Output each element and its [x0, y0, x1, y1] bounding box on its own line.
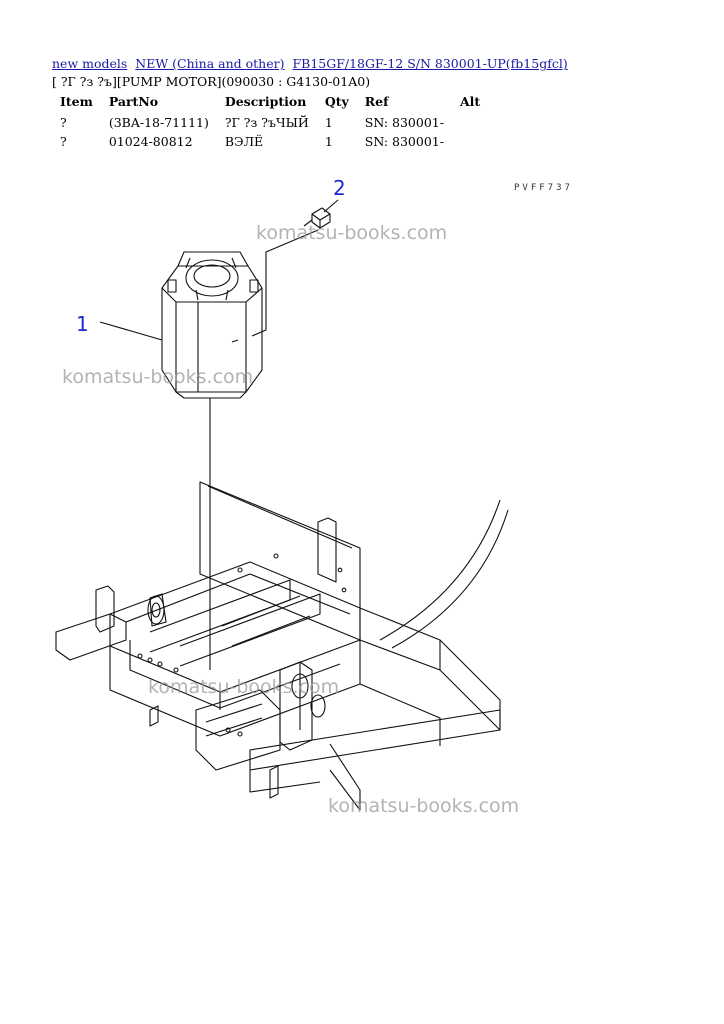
section-title: [ ?Г ?з ?ъ][PUMP MOTOR](090030 : G4130-0… — [52, 74, 371, 89]
breadcrumb-link-region[interactable]: NEW (China and other) — [135, 56, 285, 71]
table-row: ? (3BA-18-71111) ?Г ?з ?ъЧЫЙ 1 SN: 83000… — [52, 113, 488, 132]
breadcrumb-link-model[interactable]: FB15GF/18GF-12 S/N 830001-UP(fb15gfcl) — [292, 56, 568, 71]
header-ref: Ref — [364, 94, 389, 109]
table-row: ? 01024-80812 ВЭЛЁ 1 SN: 830001- — [52, 132, 488, 151]
table-header-row: Item PartNo Description Qty Ref Alt — [52, 92, 488, 113]
callout-1: 1 — [76, 312, 89, 336]
cell-item: ? — [60, 115, 67, 130]
cell-qty: 1 — [324, 115, 333, 130]
cell-ref: SN: 830001- — [364, 115, 444, 130]
cell-partno: 01024-80812 — [108, 134, 193, 149]
header-partno: PartNo — [108, 94, 159, 109]
header-alt: Alt — [459, 94, 481, 109]
watermark: komatsu-books.com — [256, 222, 448, 244]
leader-line-2b — [251, 229, 319, 337]
cell-qty: 1 — [324, 134, 333, 149]
cell-item: ? — [60, 134, 67, 149]
parts-table: Item PartNo Description Qty Ref Alt ? (3… — [52, 92, 488, 151]
bolt-drawing — [303, 207, 331, 229]
breadcrumb-link-new-models[interactable]: new models — [52, 56, 128, 71]
watermark: komatsu-books.com — [148, 676, 340, 698]
header-qty: Qty — [324, 94, 349, 109]
leader-line-1 — [99, 321, 163, 341]
leader-line-2 — [323, 199, 339, 213]
cell-description: ?Г ?з ?ъЧЫЙ — [224, 115, 309, 130]
header-item: Item — [60, 94, 93, 109]
watermark: komatsu-books.com — [328, 795, 520, 817]
cell-alt — [452, 113, 488, 132]
header-description: Description — [224, 94, 307, 109]
cell-partno: (3BA-18-71111) — [108, 115, 209, 130]
cell-alt — [452, 132, 488, 151]
pump-motor-drawing — [161, 251, 263, 399]
cell-ref: SN: 830001- — [364, 134, 444, 149]
watermark: komatsu-books.com — [62, 366, 254, 388]
figure-code: PVFF737 — [514, 183, 573, 193]
callout-2: 2 — [333, 176, 346, 200]
parts-diagram — [55, 199, 509, 811]
chassis-frame-drawing — [55, 481, 509, 811]
breadcrumb: new models NEW (China and other) FB15GF/… — [52, 56, 572, 71]
cell-description: ВЭЛЁ — [224, 134, 264, 149]
